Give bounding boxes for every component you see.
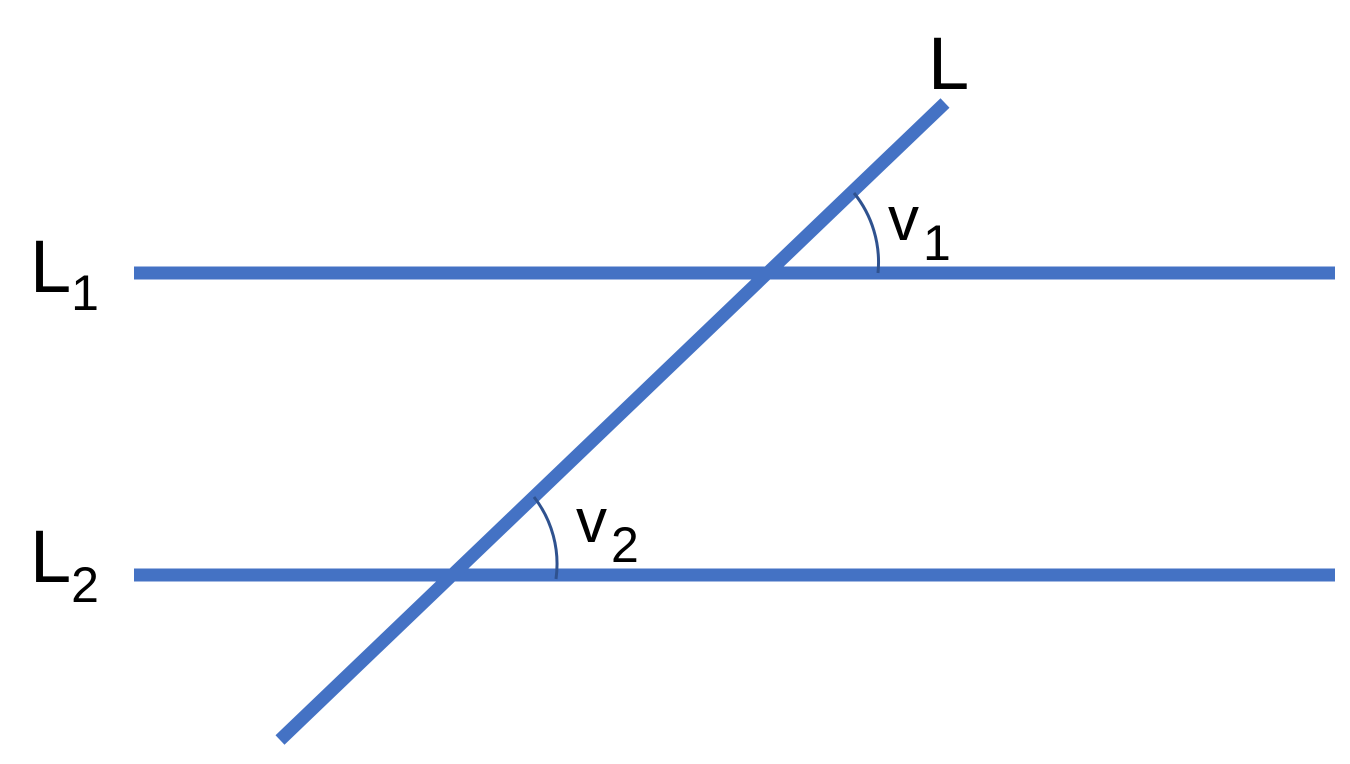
label-angle-v2-subscript: 2 bbox=[611, 517, 639, 573]
label-angle-v1: v1 bbox=[888, 185, 951, 271]
label-line-l2: L2 bbox=[30, 515, 99, 613]
label-angle-v2-main: v bbox=[576, 487, 607, 556]
label-line-l1-main: L bbox=[30, 225, 71, 308]
label-line-l1: L1 bbox=[30, 225, 99, 321]
angle-arc-v2 bbox=[532, 496, 559, 580]
label-line-l2-main: L bbox=[30, 515, 71, 598]
label-angle-v1-main: v bbox=[888, 185, 919, 254]
transversal-line bbox=[275, 98, 950, 745]
label-transversal: L bbox=[928, 22, 969, 105]
label-angle-v1-subscript: 1 bbox=[923, 215, 951, 271]
label-angle-v2: v2 bbox=[576, 487, 639, 573]
label-line-l1-subscript: 1 bbox=[71, 265, 99, 321]
label-line-l2-subscript: 2 bbox=[71, 557, 99, 613]
angle-arc-v1 bbox=[852, 192, 881, 274]
